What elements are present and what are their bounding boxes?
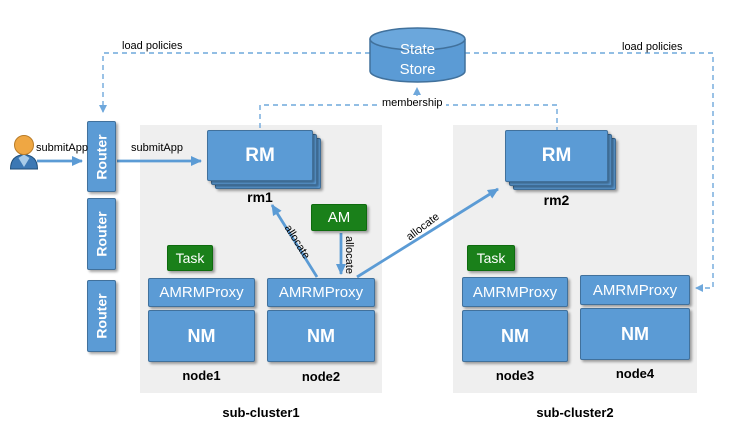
- node1-label: node1: [182, 368, 221, 383]
- sub-cluster1-title: sub-cluster1: [222, 405, 300, 420]
- node1-amrmproxy-box: AMRMProxy: [148, 278, 255, 307]
- node1-nm-label: NM: [187, 325, 216, 346]
- state-store-line2: Store: [399, 61, 436, 78]
- node3-amrmproxy-box: AMRMProxy: [462, 277, 568, 307]
- node2-nm-label: NM: [307, 325, 335, 346]
- load-policies-left-label: load policies: [122, 40, 183, 52]
- node3-nm-box: NM: [462, 310, 568, 362]
- node3-amrmproxy-label: AMRMProxy: [472, 283, 558, 301]
- node4-amrmproxy-box: AMRMProxy: [580, 275, 690, 305]
- node2-label: node2: [301, 369, 341, 384]
- submitapp-user-label: submitApp: [36, 142, 88, 154]
- node1-task-box: Task: [167, 245, 213, 271]
- allocate-rm2-arrow: [356, 187, 499, 279]
- node3-task-label: Task: [476, 250, 506, 266]
- node4-label: node4: [615, 366, 655, 381]
- database-cylinder-icon: [369, 27, 466, 83]
- membership-label: membership: [379, 97, 446, 109]
- rm1-box: RM: [207, 130, 313, 181]
- rm2-id-label: rm2: [543, 192, 570, 208]
- router-label-3: Router: [93, 293, 110, 339]
- load-policies-right-label: load policies: [622, 41, 683, 53]
- node3-nm-label: NM: [501, 325, 529, 346]
- router-box-1: Router: [87, 121, 116, 192]
- node3-label: node3: [495, 368, 535, 383]
- allocate-am-label: allocate: [343, 236, 355, 274]
- user-icon: [9, 135, 39, 170]
- router-label-1: Router: [93, 133, 110, 180]
- node4-nm-label: NM: [621, 323, 649, 344]
- node2-amrmproxy-box: AMRMProxy: [267, 278, 375, 307]
- state-store-title: State Store: [370, 40, 465, 80]
- node2-nm-box: NM: [267, 310, 375, 362]
- rm2-label: RM: [541, 145, 572, 166]
- router-box-2: Router: [87, 198, 116, 270]
- allocate-rm1-arrow: [270, 204, 319, 278]
- router-box-3: Router: [87, 280, 116, 352]
- rm2-box: RM: [505, 130, 608, 182]
- state-store-line1: State: [399, 41, 436, 58]
- load-policies-left-connector: [99, 52, 370, 113]
- submitapp-router-label: submitApp: [131, 142, 183, 154]
- node1-task-label: Task: [175, 250, 205, 266]
- router-label-2: Router: [93, 211, 110, 257]
- node4-nm-box: NM: [580, 308, 690, 360]
- node1-nm-box: NM: [148, 310, 255, 362]
- rm1-id-label: rm1: [247, 189, 273, 205]
- node4-amrmproxy-label: AMRMProxy: [592, 281, 678, 299]
- rm1-label: RM: [245, 144, 275, 166]
- am-box: AM: [311, 204, 367, 231]
- sub-cluster2-title: sub-cluster2: [536, 405, 614, 420]
- node3-task-box: Task: [467, 245, 515, 271]
- am-label: AM: [327, 209, 351, 226]
- node1-amrmproxy-label: AMRMProxy: [159, 284, 244, 301]
- node2-amrmproxy-label: AMRMProxy: [278, 284, 364, 301]
